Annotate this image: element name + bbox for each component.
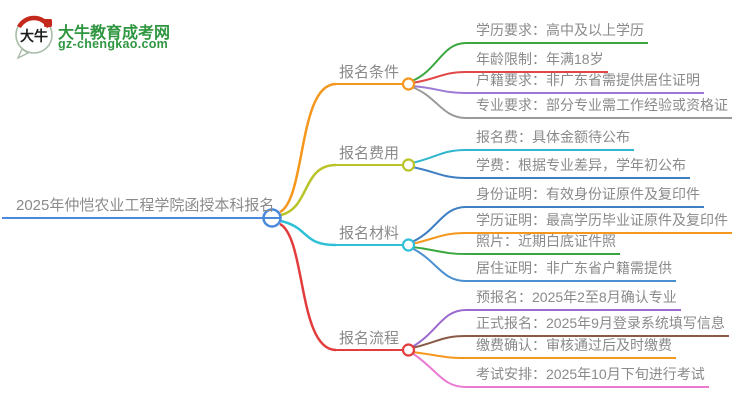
branch-node-materials: [401, 238, 416, 252]
brand-name: 大牛教育成考网: [58, 25, 171, 42]
branch-label-process: 报名流程: [336, 329, 402, 351]
mindmap-item: 缴费确认：审核通过后及时缴费: [466, 337, 676, 359]
branch-line-fees: [280, 163, 337, 217]
branch-node-process: [401, 343, 416, 357]
branch-line-conditions: [279, 82, 337, 214]
branch-line-process: [279, 222, 337, 352]
item-connector: [411, 351, 467, 359]
item-connector: [411, 86, 467, 119]
item-connector: [411, 42, 467, 82]
logo-icon-text: 大牛: [20, 28, 48, 44]
item-connector: [411, 71, 467, 84]
branch-node-conditions: [401, 77, 416, 91]
mindmap-item: 照片：近期白底证件照: [466, 233, 620, 255]
branch-node-fees: [401, 158, 416, 172]
mindmap-item: 身份证明：有效身份证原件及复印件: [466, 186, 704, 208]
mindmap-item: 考试安排：2025年10月下旬进行考试: [466, 366, 709, 388]
branch-label-fees: 报名费用: [336, 144, 402, 166]
item-connector: [411, 352, 467, 388]
item-connector: [411, 206, 467, 243]
item-connector: [411, 309, 467, 348]
mindmap-item: 居住证明：非广东省户籍需提供: [466, 260, 676, 282]
item-connector: [411, 149, 467, 164]
branch-line-materials: [280, 219, 337, 247]
item-connector: [411, 232, 467, 245]
mindmap-item: 学费：根据专业差异，学年初公布: [466, 157, 690, 179]
main-topic-label: 2025年仲恺农业工程学院函授本科报名: [2, 196, 281, 219]
item-connector: [411, 85, 467, 94]
mindmap-item: 户籍要求：非广东省需提供居住证明: [466, 72, 704, 94]
mindmap-item: 正式报名：2025年9月登录系统填写信息: [466, 315, 729, 337]
mindmap-item: 预报名：2025年2至8月确认专业: [466, 289, 681, 311]
logo-icon: 大牛: [15, 15, 53, 60]
item-connector: [411, 246, 467, 255]
mindmap-item: 年龄限制：年满18岁: [466, 51, 608, 73]
branch-label-conditions: 报名条件: [336, 63, 402, 85]
brand-domain: gz-chengkao.com: [58, 37, 169, 51]
mindmap-item: 学历证明：最高学历毕业证原件及复印件: [466, 212, 732, 234]
mindmap-item: 报名费：具体金额待公布: [466, 129, 634, 151]
item-connector: [411, 335, 467, 349]
mindmap-item: 专业要求：部分专业需工作经验或资格证: [466, 97, 732, 119]
branch-label-materials: 报名材料: [336, 224, 402, 246]
item-connector: [411, 247, 467, 282]
item-connector: [411, 166, 467, 179]
mindmap-item: 学历要求：高中及以上学历: [466, 22, 648, 44]
